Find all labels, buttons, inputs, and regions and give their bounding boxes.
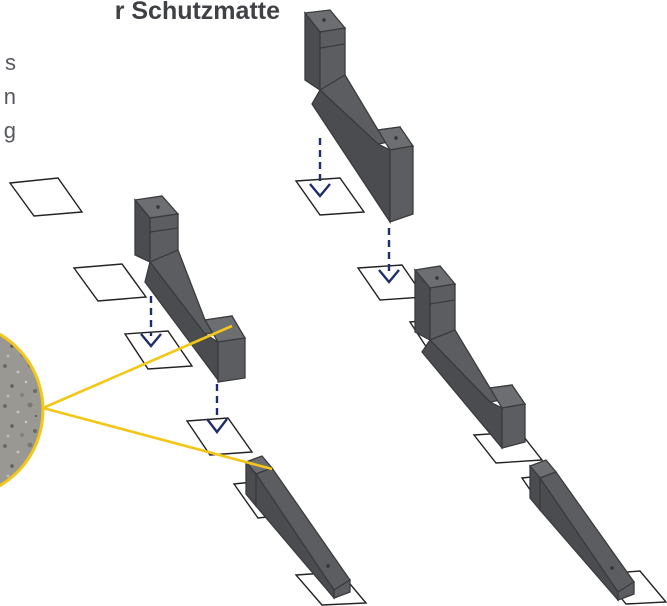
down-arrow-icon: [378, 228, 400, 284]
callout-lines: [42, 324, 273, 471]
text-line-1: s: [5, 50, 16, 75]
body-text-fragments: s n g: [0, 46, 16, 148]
down-arrow-icon: [140, 296, 162, 348]
text-line-3: g: [3, 118, 16, 143]
concrete-block-straight: [244, 455, 351, 600]
diagram-title: r Schutzmatte: [114, 0, 280, 25]
concrete-block-bent: [413, 265, 527, 450]
concrete-block-bent: [303, 9, 415, 225]
down-arrow-icon: [206, 384, 228, 434]
concrete-texture-detail: [0, 332, 45, 488]
concrete-block-bent: [133, 195, 247, 383]
down-arrow-icon: [309, 138, 331, 198]
text-line-2: n: [3, 84, 16, 109]
concrete-block-straight: [528, 459, 635, 602]
